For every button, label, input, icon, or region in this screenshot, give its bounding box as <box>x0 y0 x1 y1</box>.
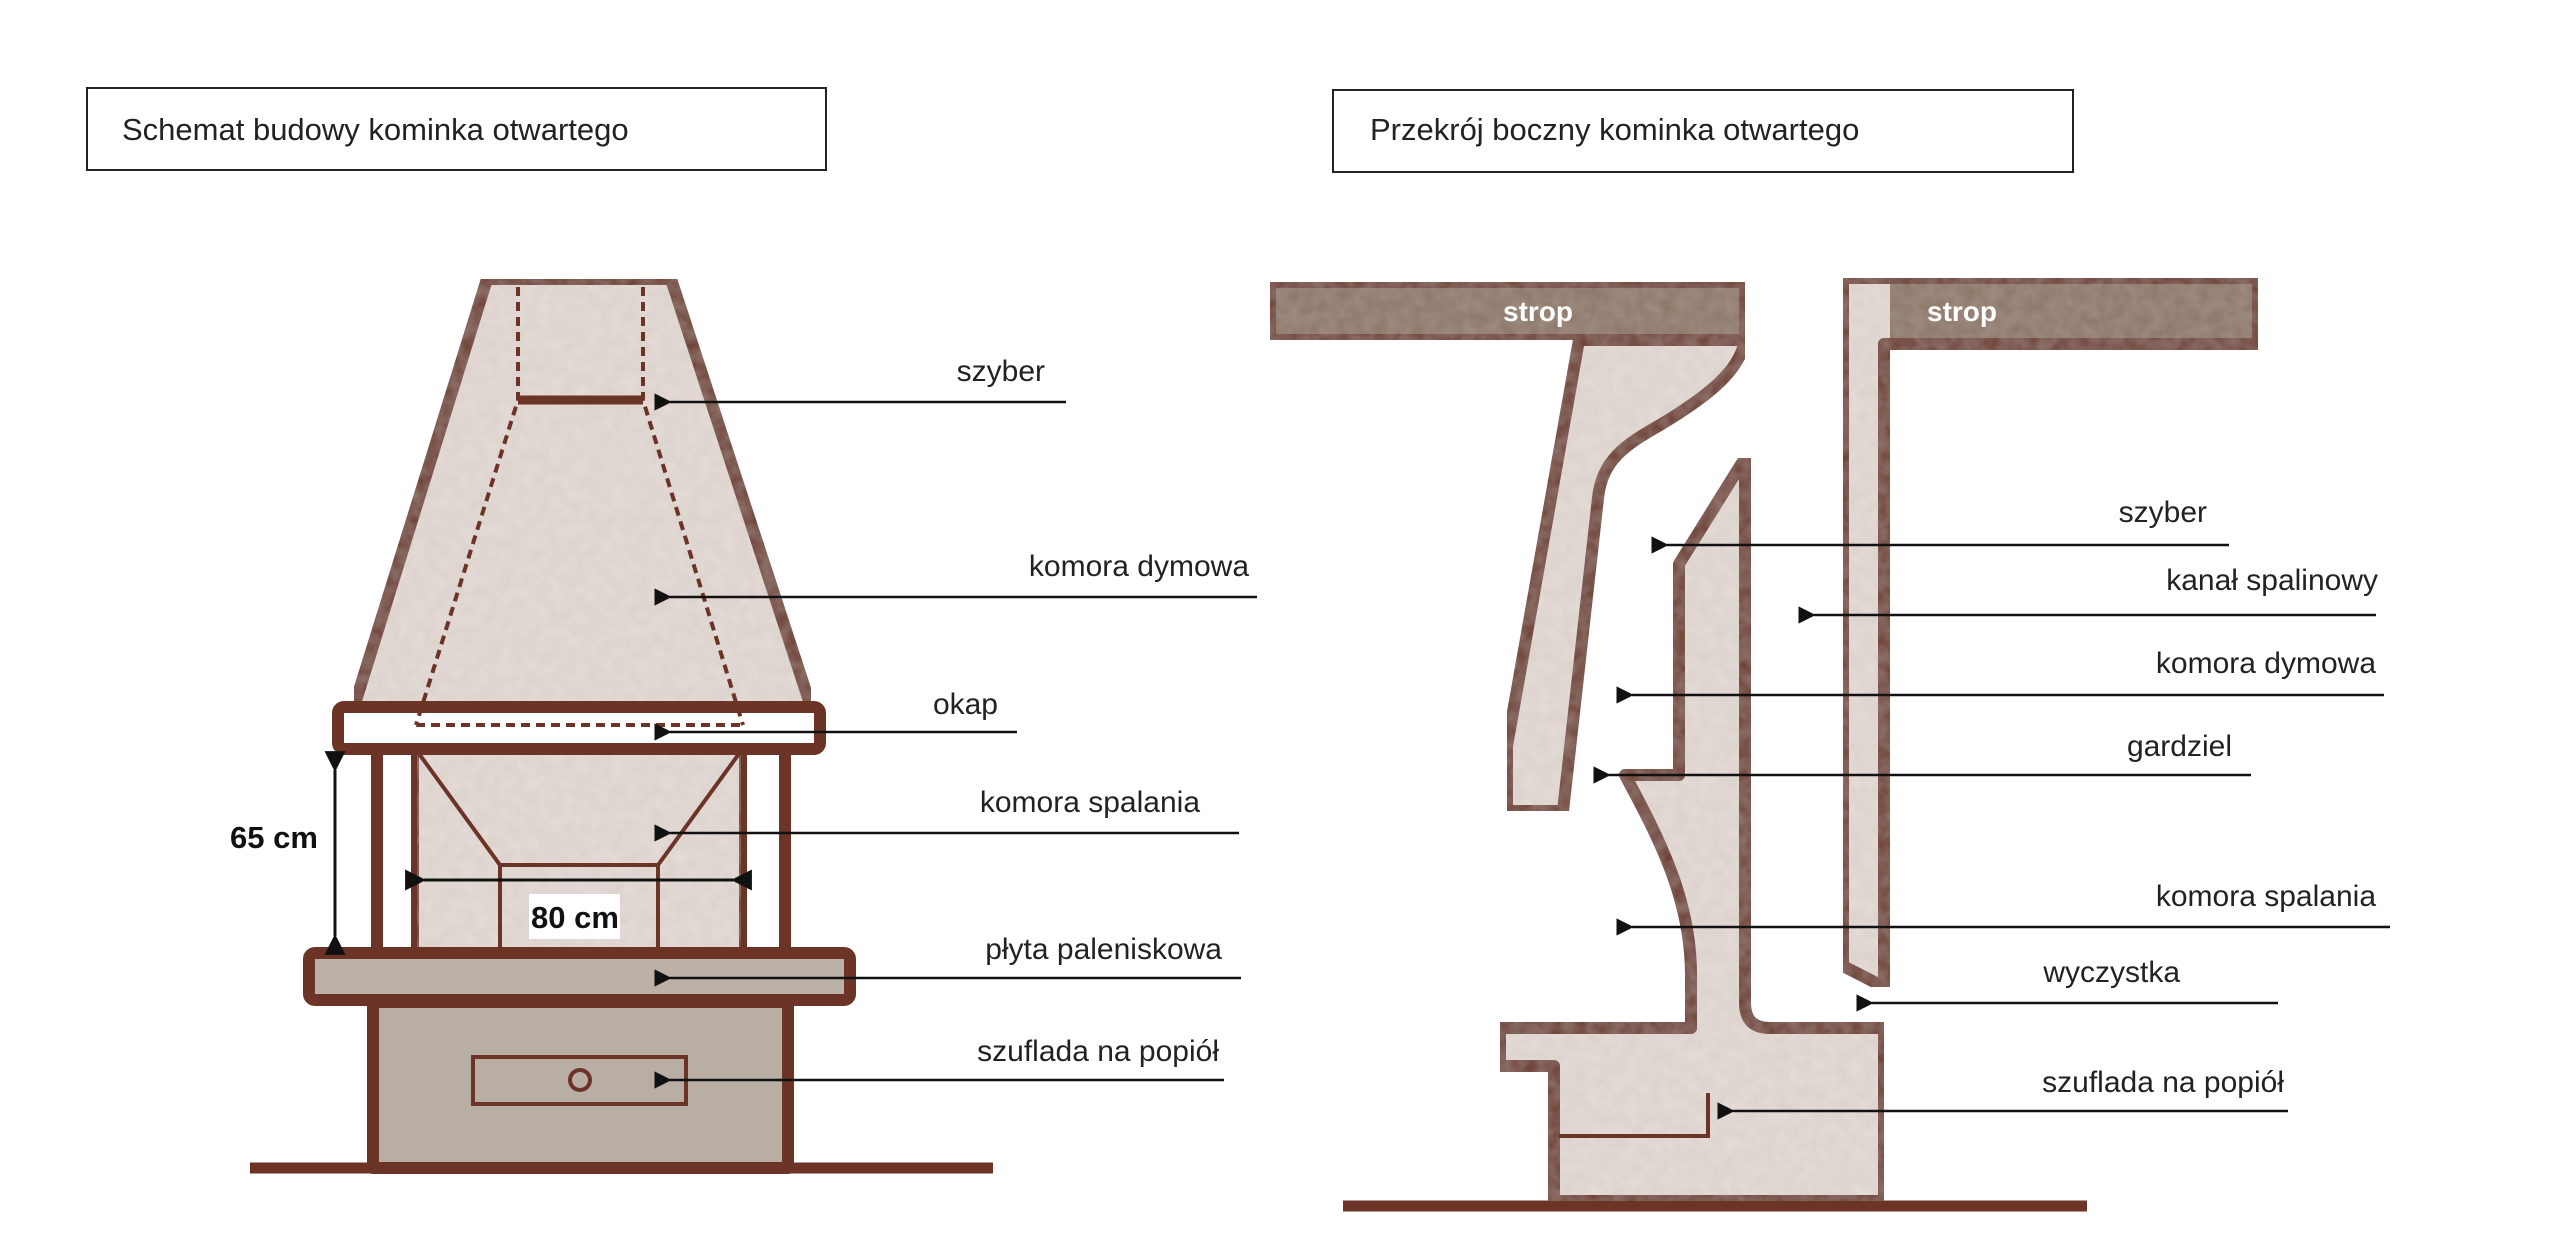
hearth-plate <box>303 947 856 1006</box>
width-dimension-label: 80 cm <box>531 900 619 935</box>
ash-base <box>367 996 794 1174</box>
label-komora-spalania: komora spalania <box>980 786 1200 819</box>
right-title: Przekrój boczny kominka otwartego <box>1370 112 1859 147</box>
label-strop-right: strop <box>1927 296 1997 327</box>
label-okap: okap <box>933 688 998 721</box>
label-szyber-section: szyber <box>2119 496 2207 529</box>
label-szyber: szyber <box>957 355 1045 388</box>
chamber-side-lines <box>415 749 743 867</box>
width-label-bg <box>529 894 620 939</box>
ceiling-slab-left <box>1264 276 1751 346</box>
drawer-knob-icon <box>568 1068 592 1092</box>
right-pillar <box>735 739 791 961</box>
left-callouts: szyber komora dymowa okap komora spalani… <box>654 355 1257 1089</box>
label-szuflada-section: szuflada na popiół <box>2042 1066 2284 1099</box>
mantel-okap <box>332 701 826 755</box>
left-pillar <box>371 739 423 961</box>
label-strop-left: strop <box>1503 296 1573 327</box>
height-dimension-label: 65 cm <box>230 820 318 855</box>
label-gardziel: gardziel <box>2127 730 2232 763</box>
flue-back-wall <box>1837 272 2264 993</box>
left-panel: Schemat budowy kominka otwartego 65 cm 8… <box>86 87 1257 1174</box>
hood-front-section <box>1501 334 1751 817</box>
left-title-box <box>86 87 827 171</box>
label-plyta-paleniskowa: płyta paleniskowa <box>985 933 1222 966</box>
label-szuflada: szuflada na popiół <box>977 1035 1219 1068</box>
left-title: Schemat budowy kominka otwartego <box>122 112 629 147</box>
label-wyczystka: wyczystka <box>2042 956 2180 989</box>
right-panel: Przekrój boczny kominka otwartego strop … <box>1264 89 2390 1212</box>
label-komora-spalania-section: komora spalania <box>2156 880 2376 913</box>
firebox-section <box>1494 452 1890 1207</box>
label-komora-dymowa-section: komora dymowa <box>2156 647 2376 680</box>
label-komora-dymowa: komora dymowa <box>1029 550 1249 583</box>
smoke-hood <box>348 273 817 713</box>
right-callouts: szyber kanał spalinowy komora dymowa gar… <box>1593 496 2390 1120</box>
label-kanal-spalinowy: kanał spalinowy <box>2166 564 2378 597</box>
ceiling-slab-right <box>1890 284 2252 338</box>
ash-drawer-section <box>1559 1093 1710 1138</box>
right-title-box <box>1332 89 2074 173</box>
